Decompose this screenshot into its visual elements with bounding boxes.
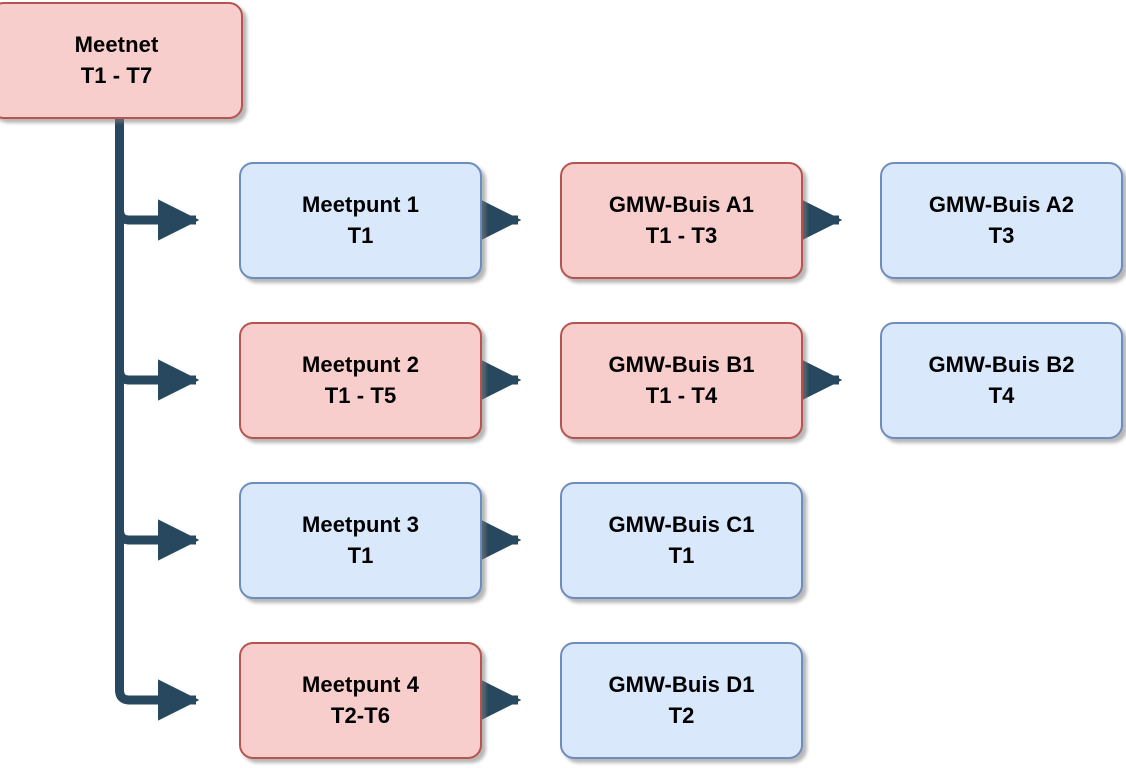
node-gmw-buis-a1-sublabel: T1 - T3 — [645, 222, 718, 248]
node-meetpunt-3-label: Meetpunt 3 — [301, 511, 420, 537]
node-gmw-buis-c1[interactable]: GMW-Buis C1 T1 — [560, 482, 803, 599]
node-gmw-buis-b2[interactable]: GMW-Buis B2 T4 — [880, 322, 1123, 439]
node-meetpunt-1-label: Meetpunt 1 — [301, 191, 420, 217]
node-meetpunt-3-sublabel: T1 — [347, 542, 374, 568]
node-gmw-buis-c1-label: GMW-Buis C1 — [608, 511, 755, 537]
edge-meetnet-to-meetpunt-1 — [115, 199, 200, 241]
node-meetpunt-3[interactable]: Meetpunt 3 T1 — [239, 482, 482, 599]
node-gmw-buis-b1-label: GMW-Buis B1 — [608, 351, 755, 377]
node-gmw-buis-d1-sublabel: T2 — [668, 702, 695, 728]
node-gmw-buis-a1-label: GMW-Buis A1 — [608, 191, 755, 217]
node-gmw-buis-a1[interactable]: GMW-Buis A1 T1 - T3 — [560, 162, 803, 279]
node-meetpunt-1-sublabel: T1 — [347, 222, 374, 248]
node-gmw-buis-d1[interactable]: GMW-Buis D1 T2 — [560, 642, 803, 759]
node-meetpunt-4-label: Meetpunt 4 — [301, 671, 420, 697]
node-meetpunt-1[interactable]: Meetpunt 1 T1 — [239, 162, 482, 279]
node-gmw-buis-b2-sublabel: T4 — [988, 382, 1015, 408]
node-gmw-buis-d1-label: GMW-Buis D1 — [608, 671, 755, 697]
node-meetpunt-2-label: Meetpunt 2 — [301, 351, 420, 377]
edge-meetnet-to-meetpunt-3 — [115, 519, 200, 561]
trunk-line — [115, 118, 200, 721]
node-gmw-buis-c1-sublabel: T1 — [668, 542, 695, 568]
edge-meetnet-to-meetpunt-2 — [115, 359, 200, 401]
node-gmw-buis-a2-sublabel: T3 — [988, 222, 1015, 248]
node-meetnet-label: Meetnet — [74, 31, 159, 57]
node-meetpunt-2-sublabel: T1 - T5 — [324, 382, 397, 408]
node-meetpunt-4[interactable]: Meetpunt 4 T2-T6 — [239, 642, 482, 759]
node-gmw-buis-a2[interactable]: GMW-Buis A2 T3 — [880, 162, 1123, 279]
node-meetnet[interactable]: Meetnet T1 - T7 — [0, 2, 243, 119]
node-meetpunt-4-sublabel: T2-T6 — [330, 702, 391, 728]
node-gmw-buis-b1-sublabel: T1 - T4 — [645, 382, 718, 408]
node-meetnet-sublabel: T1 - T7 — [80, 62, 153, 88]
node-meetpunt-2[interactable]: Meetpunt 2 T1 - T5 — [239, 322, 482, 439]
node-gmw-buis-b2-label: GMW-Buis B2 — [928, 351, 1075, 377]
node-gmw-buis-a2-label: GMW-Buis A2 — [928, 191, 1075, 217]
node-gmw-buis-b1[interactable]: GMW-Buis B1 T1 - T4 — [560, 322, 803, 439]
